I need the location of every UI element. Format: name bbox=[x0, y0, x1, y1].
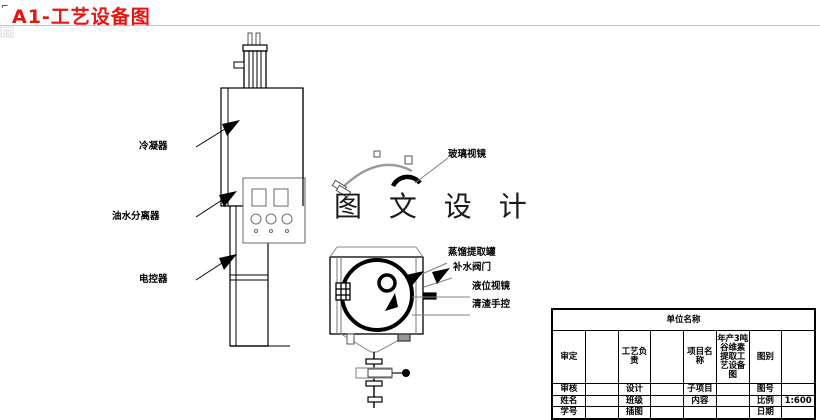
callout-label-glass-sight-glass: 玻璃视镜 bbox=[448, 149, 487, 160]
cell-process-lead-label: 工艺负责 bbox=[617, 329, 652, 385]
callout-label-slag-discharge-handle: 清渣手控 bbox=[472, 299, 511, 310]
callout-label-oil-water-separator: 油水分离器 bbox=[112, 211, 160, 222]
cell-approve-value[interactable] bbox=[584, 329, 619, 385]
cell-illustration-value[interactable] bbox=[650, 406, 684, 419]
callout-label-level-sight-glass: 液位视镜 bbox=[472, 281, 511, 292]
cell-name-value[interactable] bbox=[584, 394, 619, 408]
arrowheads-left bbox=[219, 120, 240, 270]
cell-student-id-value[interactable] bbox=[584, 406, 619, 419]
title-block-table: 单位名称 审定 工艺负责 项目名称 年产3吨谷维素提取工艺设备图 图别 审核 设… bbox=[552, 309, 815, 419]
callout-label-water-makeup-valve: 补水阀门 bbox=[453, 262, 492, 273]
cell-approve-label: 审定 bbox=[552, 329, 586, 385]
cad-drawing-canvas[interactable]: 图 文 设 计 冷凝器 油水分离器 电控器 玻璃视镜 蒸馏提取罐 补水阀门 液位… bbox=[0, 25, 820, 420]
bottom-discharge-valve-assembly bbox=[355, 352, 410, 408]
cell-drawing-type-label: 图别 bbox=[748, 329, 783, 385]
page-title: A1-工艺设备图 bbox=[12, 6, 151, 28]
callout-label-electric-control: 电控器 bbox=[139, 274, 168, 285]
title-bar: ⌐ A1-工艺设备图 bbox=[0, 0, 820, 28]
cell-class-label: 班级 bbox=[617, 394, 652, 408]
cell-design-value[interactable] bbox=[650, 383, 684, 396]
cell-drawing-number-value[interactable] bbox=[781, 383, 815, 396]
cell-scale-label: 比例 bbox=[748, 394, 783, 408]
cell-scale-value[interactable]: 1:600 bbox=[781, 394, 815, 408]
cell-date-value[interactable] bbox=[781, 406, 815, 419]
cell-review-label: 审核 bbox=[552, 383, 586, 396]
cell-empty-2[interactable] bbox=[715, 406, 750, 419]
cell-project-name-value[interactable]: 年产3吨谷维素提取工艺设备图 bbox=[715, 329, 750, 385]
cell-illustration-label: 插图 bbox=[617, 406, 652, 419]
cell-date-label: 日期 bbox=[748, 406, 783, 419]
cell-empty-1[interactable] bbox=[683, 406, 717, 419]
unit-name-cell: 单位名称 bbox=[552, 309, 815, 331]
table-row: 姓名 班级 内容 比例 1:600 bbox=[552, 394, 815, 408]
cell-review-value[interactable] bbox=[584, 383, 619, 396]
arrowheads-right bbox=[406, 268, 450, 287]
control-panel bbox=[242, 177, 306, 244]
cell-subproject-label: 子项目 bbox=[683, 383, 717, 396]
cell-drawing-number-label: 图号 bbox=[748, 383, 783, 396]
cell-process-lead-value[interactable] bbox=[650, 329, 684, 385]
cell-class-value[interactable] bbox=[650, 394, 684, 408]
vapour-arc-pipe bbox=[331, 150, 422, 198]
corner-marker: ⌐ bbox=[1, 2, 8, 12]
cell-drawing-type-value[interactable] bbox=[781, 329, 815, 385]
table-row: 审定 工艺负责 项目名称 年产3吨谷维素提取工艺设备图 图别 bbox=[552, 329, 815, 385]
cell-name-label: 姓名 bbox=[552, 394, 586, 408]
table-row: 审核 设计 子项目 图号 bbox=[552, 383, 815, 396]
watermark-text: 图 文 设 计 bbox=[334, 190, 536, 223]
cell-design-label: 设计 bbox=[617, 383, 652, 396]
machine-frame bbox=[220, 87, 304, 347]
callout-label-distillation-extraction-tank: 蒸馏提取罐 bbox=[448, 247, 496, 258]
distillation-extraction-tank bbox=[329, 246, 437, 353]
cell-content-label: 内容 bbox=[683, 394, 717, 408]
title-block[interactable]: 单位名称 审定 工艺负责 项目名称 年产3吨谷维素提取工艺设备图 图别 审核 设… bbox=[551, 308, 816, 420]
callout-label-condenser: 冷凝器 bbox=[139, 141, 168, 152]
title-block-header-row: 单位名称 bbox=[552, 309, 815, 331]
drawing-stamp-icon bbox=[0, 26, 14, 38]
cell-content-value[interactable] bbox=[715, 394, 750, 408]
technical-drawing-vector bbox=[195, 32, 470, 408]
cell-subproject-value[interactable] bbox=[715, 383, 750, 396]
cell-student-id-label: 学号 bbox=[552, 406, 586, 419]
leader-lines-left bbox=[195, 128, 226, 281]
cell-project-name-label: 项目名称 bbox=[683, 329, 717, 385]
table-row: 学号 插图 日期 bbox=[552, 406, 815, 419]
